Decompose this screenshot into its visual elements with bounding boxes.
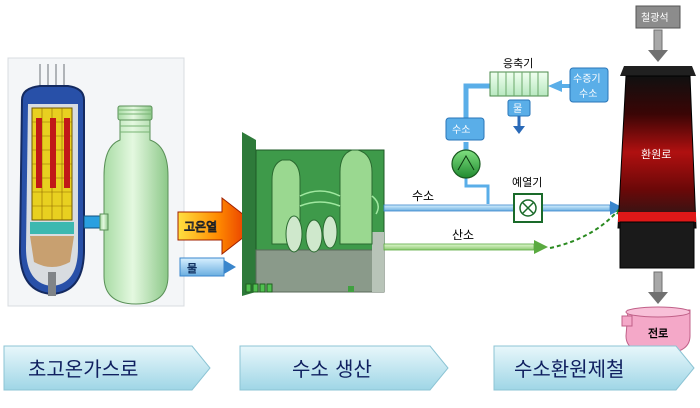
steam-box-line1: 수증기 xyxy=(573,73,601,85)
reduction-furnace-label: 환원로 xyxy=(641,148,671,161)
oxygen-line-label: 산소 xyxy=(452,228,474,242)
steam-hydrogen-box xyxy=(569,67,609,103)
water-input-arrow xyxy=(179,257,236,277)
hydrogen-recycle-box xyxy=(445,117,485,141)
pump-circle-icon xyxy=(451,149,481,179)
stage-label-reactor: 초고온가스로 xyxy=(28,357,138,381)
stage-label-hydrogen: 수소 생산 xyxy=(292,357,372,381)
high-temp-heat-label: 고온열 xyxy=(184,219,217,234)
furnace-outflow-arrow xyxy=(648,271,668,304)
reactor-illustration xyxy=(7,57,185,307)
preheater-label: 예열기 xyxy=(512,176,542,189)
electric-furnace-label: 전로 xyxy=(648,326,668,340)
hydrogen-recycle-label: 수소 xyxy=(452,124,470,136)
condenser-water-label: 물 xyxy=(513,103,522,115)
electric-furnace-vessel xyxy=(621,306,691,355)
steam-box-line2: 수소 xyxy=(579,88,597,100)
hydrogen-flow-line xyxy=(383,201,624,215)
condenser-icon xyxy=(489,71,549,97)
condenser-drain-arrow xyxy=(513,116,525,134)
high-temp-heat-arrow xyxy=(177,196,259,256)
hydrogen-line-label: 수소 xyxy=(412,189,434,203)
stage-banner-hydrogen xyxy=(239,345,449,391)
preheater-icon xyxy=(513,193,543,223)
iron-ore-box xyxy=(635,5,681,29)
iron-ore-label: 철광석 xyxy=(641,12,669,24)
stage-banner-reactor xyxy=(3,345,211,391)
hydrogen-recycle-line xyxy=(463,83,490,204)
condenser-label: 응축기 xyxy=(503,57,533,70)
reduction-furnace xyxy=(617,66,697,269)
hydrogen-plant-illustration xyxy=(242,132,385,296)
stage-banner-steelmaking xyxy=(493,345,695,391)
stage-label-steelmaking: 수소환원제철 xyxy=(514,357,624,381)
water-input-label: 물 xyxy=(187,262,197,275)
iron-ore-arrow xyxy=(648,29,668,62)
